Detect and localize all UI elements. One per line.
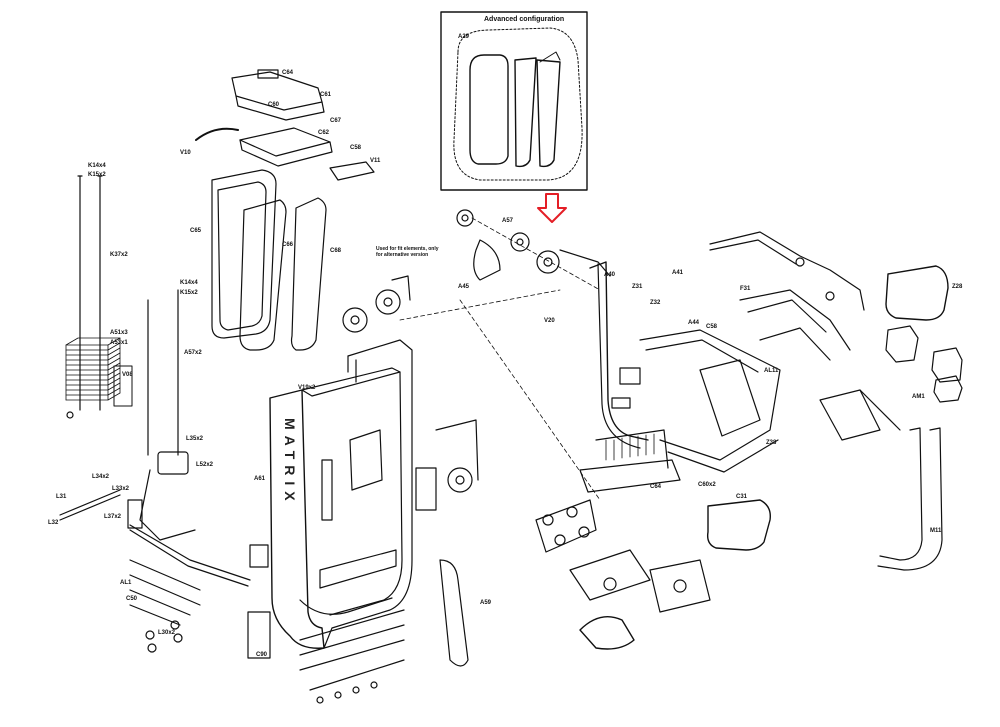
right-leg-frame <box>819 389 943 571</box>
alternative-version-note: Used for fit elements, only for alternat… <box>376 246 439 258</box>
part-label: C62 <box>318 130 330 136</box>
top-shroud <box>195 69 375 181</box>
arm-frame <box>579 261 781 493</box>
part-label: Z32 <box>650 300 661 306</box>
part-label: K15x2 <box>180 290 198 296</box>
part-label: Z38 <box>766 440 777 446</box>
part-label: A44 <box>688 320 700 326</box>
seat-pads <box>706 265 963 551</box>
main-frame <box>247 339 413 659</box>
part-label: Z28 <box>952 284 963 290</box>
part-label: A40 <box>604 272 616 278</box>
part-label: L33x2 <box>112 486 130 492</box>
part-label: AL11 <box>764 368 779 374</box>
part-label: C90 <box>256 652 268 658</box>
lower-left-linkage <box>59 489 269 653</box>
part-label: V19x2 <box>298 385 316 391</box>
part-label: A57x2 <box>184 350 202 356</box>
cover-panels <box>211 169 327 351</box>
part-label: L30x2 <box>158 630 176 636</box>
part-label: K14x4 <box>180 280 198 286</box>
part-label: A59 <box>480 600 492 606</box>
base-rails <box>299 609 405 704</box>
part-label: F31 <box>740 286 751 292</box>
pivot-hardware <box>399 209 611 321</box>
part-label: C60x2 <box>698 482 716 488</box>
part-label: V20 <box>544 318 555 324</box>
part-label: C60 <box>268 102 280 108</box>
brand-logo-matrix: MATRIX <box>282 418 298 507</box>
part-label: A57 <box>502 218 514 224</box>
part-label: K14x4 <box>88 163 106 169</box>
part-label: C50 <box>126 596 138 602</box>
part-label: A45 <box>458 284 470 290</box>
part-label: L37x2 <box>104 514 122 520</box>
inset-part-label: A29 <box>458 34 470 40</box>
part-label: L32 <box>48 520 59 526</box>
part-label: V11 <box>370 158 381 164</box>
part-label: C68 <box>330 248 342 254</box>
part-label: A41 <box>672 270 684 276</box>
advanced-configuration-inset <box>440 11 588 191</box>
part-label: A61 <box>254 476 266 482</box>
part-label: M11 <box>930 528 942 534</box>
part-label: C65 <box>190 228 202 234</box>
part-label: L34x2 <box>92 474 110 480</box>
part-label: K15x2 <box>88 172 106 178</box>
part-label: L35x2 <box>186 436 204 442</box>
inset-title: Advanced configuration <box>484 16 565 23</box>
red-arrow-indicator <box>537 193 567 223</box>
frame-side-details <box>415 419 479 667</box>
part-label: L52x2 <box>196 462 214 468</box>
lower-cam-linkage <box>459 299 711 650</box>
part-label: AM1 <box>912 394 925 400</box>
cable-rods <box>139 289 196 541</box>
part-label: Z31 <box>632 284 643 290</box>
part-label: AL1 <box>120 580 132 586</box>
weight-stack-assembly <box>65 175 133 419</box>
part-label: C67 <box>330 118 342 124</box>
part-label: A51x3 <box>110 330 128 336</box>
rear-handles <box>709 231 865 361</box>
part-label: C58 <box>350 145 362 151</box>
part-label: C58 <box>706 324 718 330</box>
part-label: C64 <box>650 484 662 490</box>
part-label: A53x1 <box>110 340 128 346</box>
part-label: C64 <box>282 70 294 76</box>
part-label: C66 <box>282 242 294 248</box>
part-label: K37x2 <box>110 252 128 258</box>
part-label: C31 <box>736 494 748 500</box>
part-label: C61 <box>320 92 332 98</box>
part-label: V08 <box>122 372 133 378</box>
part-label: L31 <box>56 494 67 500</box>
part-label: V10 <box>180 150 191 156</box>
top-pulleys <box>342 275 411 333</box>
